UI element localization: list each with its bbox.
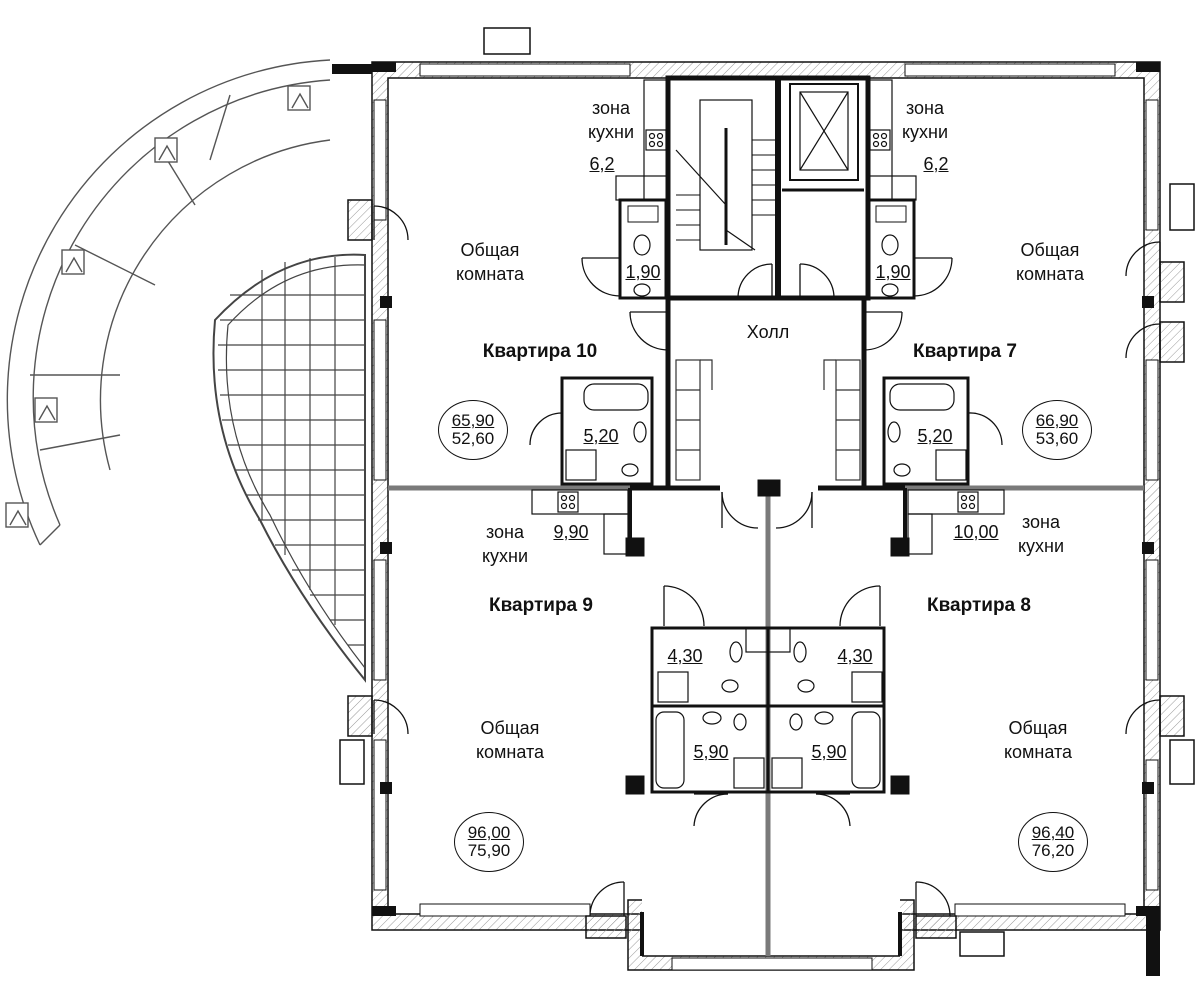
- kitchen-area-apt-7: 6,2: [923, 154, 949, 174]
- entrance-doors-top: [629, 311, 903, 529]
- area-badge-apt-7: 66,90 53,60: [1022, 400, 1092, 460]
- total-area-apt-7: 66,90: [1035, 411, 1079, 430]
- apartment-name-8: Квартира 8: [927, 595, 1031, 616]
- living-area-apt-9: 75,90: [467, 841, 511, 860]
- kitchen-area-apt-9: 9,90: [553, 522, 589, 542]
- curved-terrace: [5, 59, 331, 546]
- bath-area-apt-9: 5,90: [693, 742, 729, 762]
- kitchen-zone-label-apt-7: зона кухни: [901, 98, 949, 142]
- kitchen-zone-label-apt-9: зона кухни: [481, 522, 529, 566]
- living-area-apt-10: 52,60: [451, 429, 495, 448]
- living-room-label-apt-10: Общая комната: [455, 240, 525, 284]
- kitchen-zone-label-apt-10: зона кухни: [587, 98, 635, 142]
- kitchen-area-apt-8: 10,00: [953, 522, 999, 542]
- hall-walls: [625, 298, 910, 795]
- total-area-apt-9: 96,00: [467, 823, 511, 842]
- bathroom-apt-10: [529, 376, 654, 486]
- balcony-doors: [373, 205, 1161, 917]
- bath-area-apt-8: 5,90: [811, 742, 847, 762]
- kitchen-zone-label-apt-8: зона кухни: [1017, 512, 1065, 556]
- wc-area-apt-9: 4,30: [667, 646, 703, 666]
- apartment-name-10: Квартира 10: [482, 341, 598, 362]
- total-area-apt-10: 65,90: [451, 411, 495, 430]
- kitchen-area-apt-10: 6,2: [589, 154, 615, 174]
- wc-area-apt-8: 4,30: [837, 646, 873, 666]
- hall-wardrobes: [675, 359, 861, 481]
- bathrooms-lower: [650, 585, 886, 827]
- living-room-label-apt-9: Общая комната: [475, 718, 545, 762]
- hall-label: Холл: [746, 322, 790, 342]
- living-room-label-apt-8: Общая комната: [1003, 718, 1073, 762]
- kitchen-counters-top: [615, 79, 917, 201]
- wc-area-apt-10: 1,90: [625, 262, 661, 282]
- bathroom-apt-7: [882, 376, 1003, 486]
- wc-area-apt-7: 1,90: [875, 262, 911, 282]
- living-area-apt-8: 76,20: [1031, 841, 1075, 860]
- apartment-name-9: Квартира 9: [489, 595, 593, 616]
- area-badge-apt-9: 96,00 75,90: [454, 812, 524, 872]
- bath-area-apt-10: 5,20: [583, 426, 619, 446]
- grid-terrace: [212, 253, 366, 683]
- area-badge-apt-8: 96,40 76,20: [1018, 812, 1088, 872]
- bath-area-apt-7: 5,20: [917, 426, 953, 446]
- total-area-apt-8: 96,40: [1031, 823, 1075, 842]
- area-badge-apt-10: 65,90 52,60: [438, 400, 508, 460]
- apartment-name-7: Квартира 7: [913, 341, 1017, 362]
- living-area-apt-7: 53,60: [1035, 429, 1079, 448]
- kitchen-counters-middle: [531, 489, 1005, 555]
- living-room-label-apt-7: Общая комната: [1015, 240, 1085, 284]
